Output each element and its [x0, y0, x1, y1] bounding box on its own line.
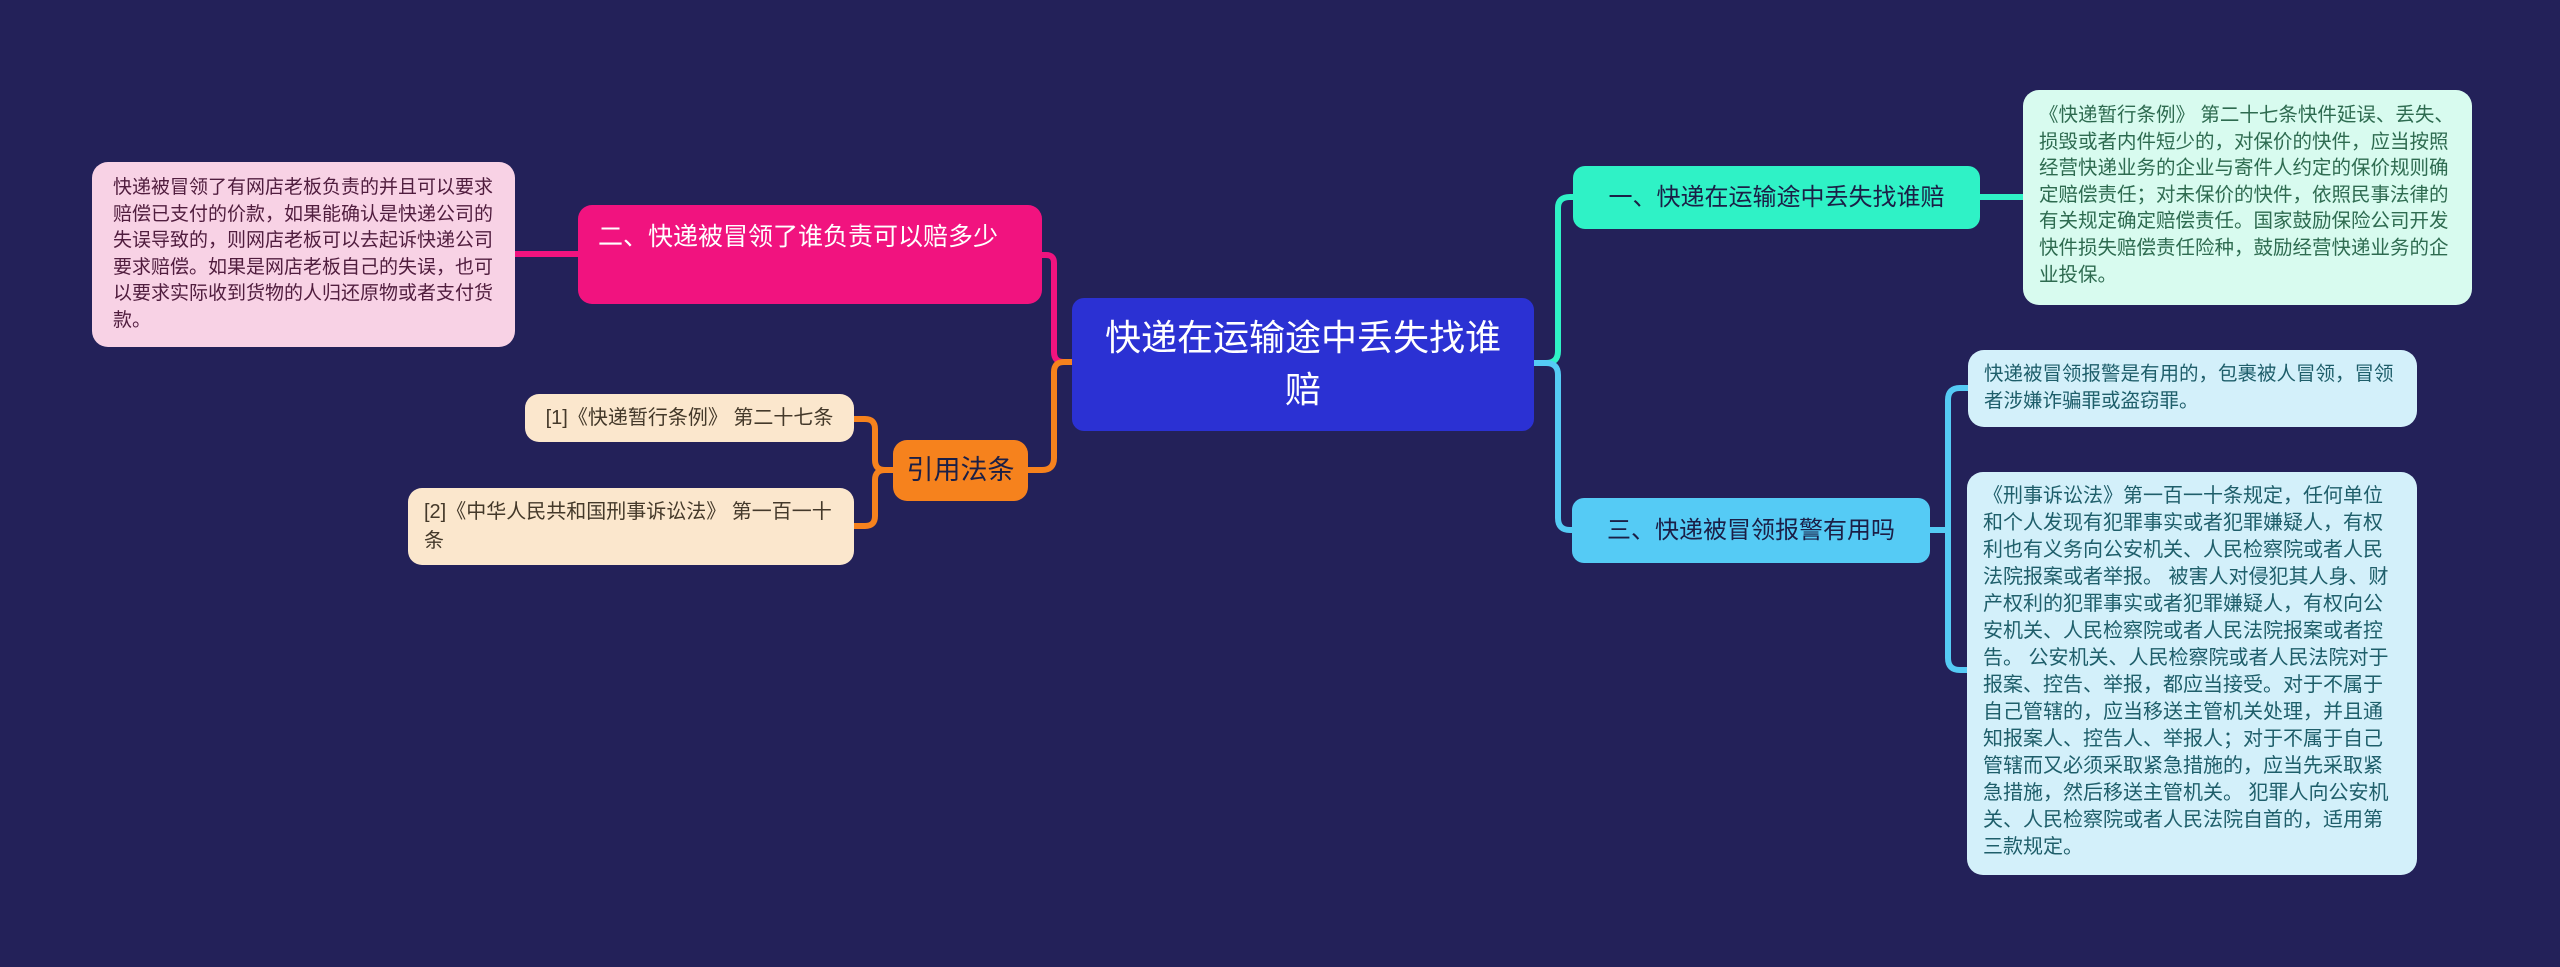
topic1-note-box[interactable]: 《快递暂行条例》 第二十七条快件延误、丢失、损毁或者内件短少的，对保价的快件，应… [2023, 90, 2472, 305]
citations-node[interactable]: 引用法条 [893, 440, 1028, 501]
citation2-box[interactable]: [2]《中华人民共和国刑事诉讼法》 第一百一十条 [408, 488, 854, 565]
connector-topic3-to-notes [1945, 385, 1968, 673]
topic1-node[interactable]: 一、快递在运输途中丢失找谁赔 [1573, 166, 1980, 229]
root-node[interactable]: 快递在运输途中丢失找谁赔 [1072, 298, 1534, 431]
topic3-note1-box[interactable]: 快递被冒领报警是有用的，包裹被人冒领，冒领者涉嫌诈骗罪或盗窃罪。 [1968, 350, 2417, 427]
connector-root-to-topic1 [1533, 194, 1574, 366]
topic2-note-box[interactable]: 快递被冒领了有网店老板负责的并且可以要求赔偿已支付的价款，如果能确认是快递公司的… [92, 162, 515, 347]
connector-root-to-topic3 [1533, 360, 1573, 533]
citation1-box[interactable]: [1]《快递暂行条例》 第二十七条 [525, 394, 854, 442]
topic2-node[interactable]: 二、快递被冒领了谁负责可以赔多少 [578, 205, 1042, 304]
connector-citations-to-citation1 [853, 416, 893, 473]
connector-root-to-citations [1028, 359, 1072, 473]
topic3-node[interactable]: 三、快递被冒领报警有用吗 [1572, 498, 1930, 563]
topic3-note2-box[interactable]: 《刑事诉讼法》第一百一十条规定，任何单位和个人发现有犯罪事实或者犯罪嫌疑人，有权… [1967, 472, 2417, 875]
connector-topic2-to-root [1042, 252, 1072, 365]
connector-citations-to-citation2 [853, 467, 893, 529]
